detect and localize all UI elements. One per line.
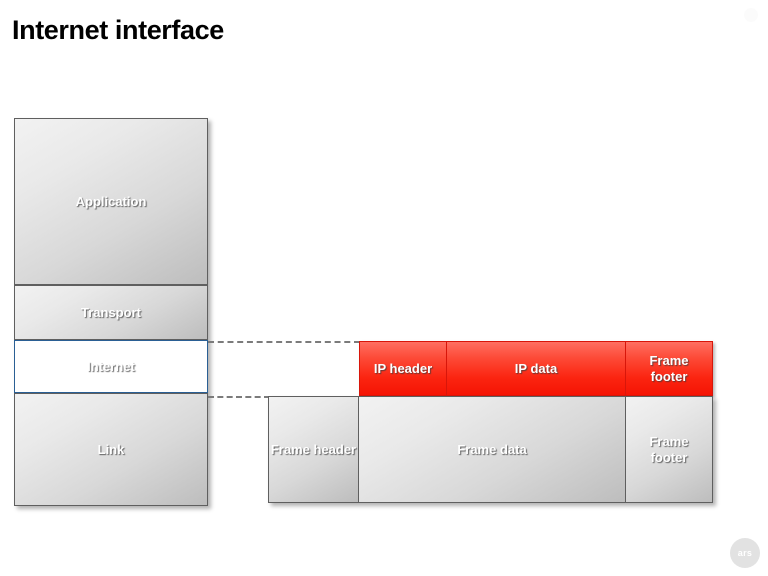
ip-data-cell[interactable]: IP data (446, 341, 626, 396)
ip-row-frame-footer-label: Frame footer (649, 352, 689, 384)
stack-layer-transport-label: Transport (81, 304, 141, 320)
ars-watermark-icon: ars (730, 538, 760, 568)
stack-layer-application[interactable]: Application (14, 118, 208, 285)
ip-row-frame-footer-cell[interactable]: Frame footer (625, 341, 713, 396)
dashed-connector-bottom (208, 396, 270, 398)
ip-header-label: IP header (373, 360, 433, 376)
ars-watermark-top-icon (744, 8, 758, 22)
stack-layer-internet-label: Internet (87, 358, 135, 374)
tcp-ip-layer-stack: Application Transport Internet Link (14, 118, 208, 506)
ip-header-cell[interactable]: IP header (359, 341, 447, 396)
stack-layer-transport[interactable]: Transport (14, 285, 208, 340)
stack-layer-application-label: Application (75, 193, 147, 209)
stack-layer-link-label: Link (97, 441, 125, 457)
stack-layer-internet[interactable]: Internet (14, 340, 208, 393)
frame-footer-label: Frame footer (649, 433, 689, 465)
frame-data-cell[interactable]: Frame data (358, 396, 626, 503)
frame-header-cell[interactable]: Frame header (268, 396, 359, 503)
link-frame-row: Frame header Frame data Frame footer (268, 396, 713, 503)
ars-watermark-label: ars (737, 548, 753, 558)
page-title: Internet interface (12, 15, 224, 45)
frame-data-label: Frame data (457, 441, 527, 457)
ip-data-label: IP data (514, 360, 558, 376)
ip-packet-row: IP header IP data Frame footer (359, 341, 713, 396)
frame-footer-cell[interactable]: Frame footer (625, 396, 713, 503)
stack-layer-link[interactable]: Link (14, 393, 208, 506)
dashed-connector-top (208, 341, 360, 343)
frame-header-label: Frame header (270, 441, 357, 457)
